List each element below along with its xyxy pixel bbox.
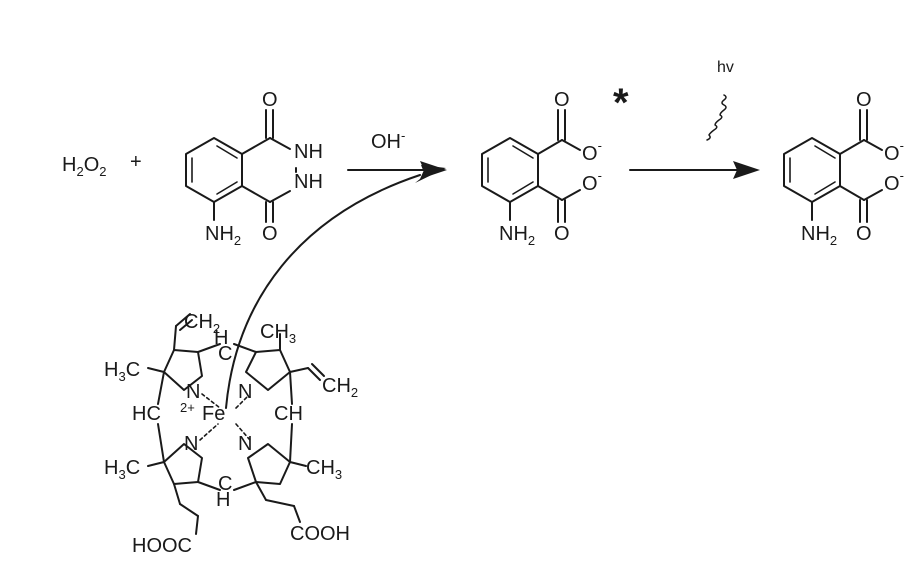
heme-structure: CH2 H C CH3 H3C CH2 N N HC CH 2+ Fe N N …	[104, 311, 358, 557]
iron-center: Fe	[202, 403, 225, 425]
luminol-o-top: O	[262, 89, 278, 111]
svg-text:H: H	[216, 489, 230, 511]
svg-text:CH3: CH3	[306, 457, 342, 482]
svg-text:C: C	[218, 473, 232, 495]
luminol-nh-bottom: NH	[294, 171, 323, 193]
svg-text:CH2: CH2	[184, 311, 220, 336]
svg-text:COOH: COOH	[290, 523, 350, 545]
condition-label: OH-	[371, 128, 405, 153]
svg-text:N: N	[184, 433, 198, 455]
catalyst-curved-arrow	[225, 174, 421, 409]
hydrogen-peroxide: H2O2	[62, 154, 106, 179]
luminol-structure: O NH NH O NH2	[185, 89, 323, 248]
reaction-arrow-2	[629, 161, 760, 179]
svg-text:N: N	[238, 433, 252, 455]
svg-text:HOOC: HOOC	[132, 535, 192, 557]
aminophthalate-ground: O O- O- O NH2	[783, 89, 904, 248]
svg-text:2+: 2+	[180, 400, 195, 415]
svg-text:H2O2: H2O2	[62, 154, 106, 179]
svg-text:CH3: CH3	[260, 321, 296, 346]
svg-text:N: N	[238, 381, 252, 403]
svg-text:CH2: CH2	[322, 375, 358, 400]
svg-text:HC: HC	[132, 403, 161, 425]
svg-text:O: O	[554, 89, 570, 111]
svg-text:O-: O-	[884, 168, 904, 195]
aminophthalate-excited: O O- O- O NH2	[481, 89, 602, 248]
svg-text:O-: O-	[884, 138, 904, 165]
svg-text:O-: O-	[582, 168, 602, 195]
svg-text:H3C: H3C	[104, 457, 140, 482]
svg-text:H3C: H3C	[104, 359, 140, 384]
svg-text:CH: CH	[274, 403, 303, 425]
svg-text:O: O	[856, 89, 872, 111]
svg-text:NH2: NH2	[801, 223, 837, 248]
svg-text:O: O	[856, 223, 872, 245]
svg-text:O-: O-	[582, 138, 602, 165]
svg-text:H: H	[214, 327, 228, 349]
svg-text:O: O	[554, 223, 570, 245]
excited-state-marker: *	[613, 81, 629, 125]
svg-text:NH2: NH2	[499, 223, 535, 248]
plus-sign: +	[130, 151, 142, 173]
luminol-o-bottom: O	[262, 223, 278, 245]
svg-text:C: C	[218, 343, 232, 365]
svg-text:N: N	[186, 381, 200, 403]
luminol-nh-top: NH	[294, 141, 323, 163]
catalyst-arrowhead	[415, 165, 446, 183]
luminol-amine: NH2	[205, 223, 241, 248]
emission-label: hv	[717, 59, 734, 76]
photon-wave-icon	[706, 94, 727, 141]
